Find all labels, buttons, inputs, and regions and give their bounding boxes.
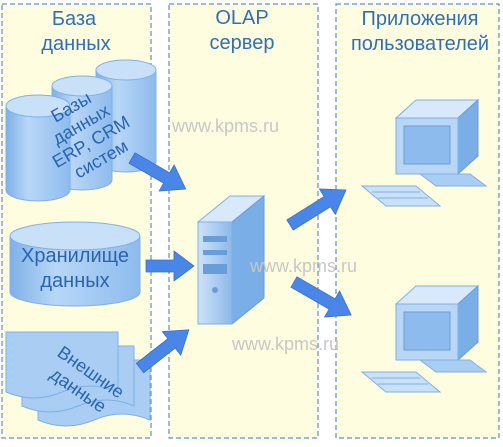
watermark: www.kpms.ru [171, 116, 279, 136]
column-title-users-line2: пользователей [351, 33, 489, 55]
arrow-warehouse-to-server-icon [145, 250, 195, 282]
server-icon [196, 194, 266, 326]
watermark: www.kpms.ru [231, 334, 339, 354]
column-title-database-line1: База [52, 8, 97, 30]
data-warehouse-cylinder-icon: Хранилище данных [9, 221, 141, 307]
warehouse-label-line1: Хранилище [21, 245, 129, 267]
arrow-external-to-server-icon [135, 329, 190, 374]
external-data-documents-icon: Внешние данные [5, 331, 151, 427]
warehouse-label-line2: данных [40, 270, 109, 292]
watermark: www.kpms.ru [249, 256, 357, 276]
column-title-users-line1: Приложения [361, 8, 478, 30]
column-title-database-line2: данных [41, 33, 110, 55]
arrow-server-to-computer-bottom-icon [290, 276, 352, 318]
desktop-computer-icon [360, 98, 488, 207]
desktop-computer-icon [360, 284, 488, 393]
arrow-erp-to-server-icon [128, 152, 187, 192]
arrow-server-to-computer-top-icon [286, 188, 347, 231]
column-title-olap-line1: OLAP [215, 7, 268, 29]
column-title-olap-line2: сервер [210, 32, 275, 54]
